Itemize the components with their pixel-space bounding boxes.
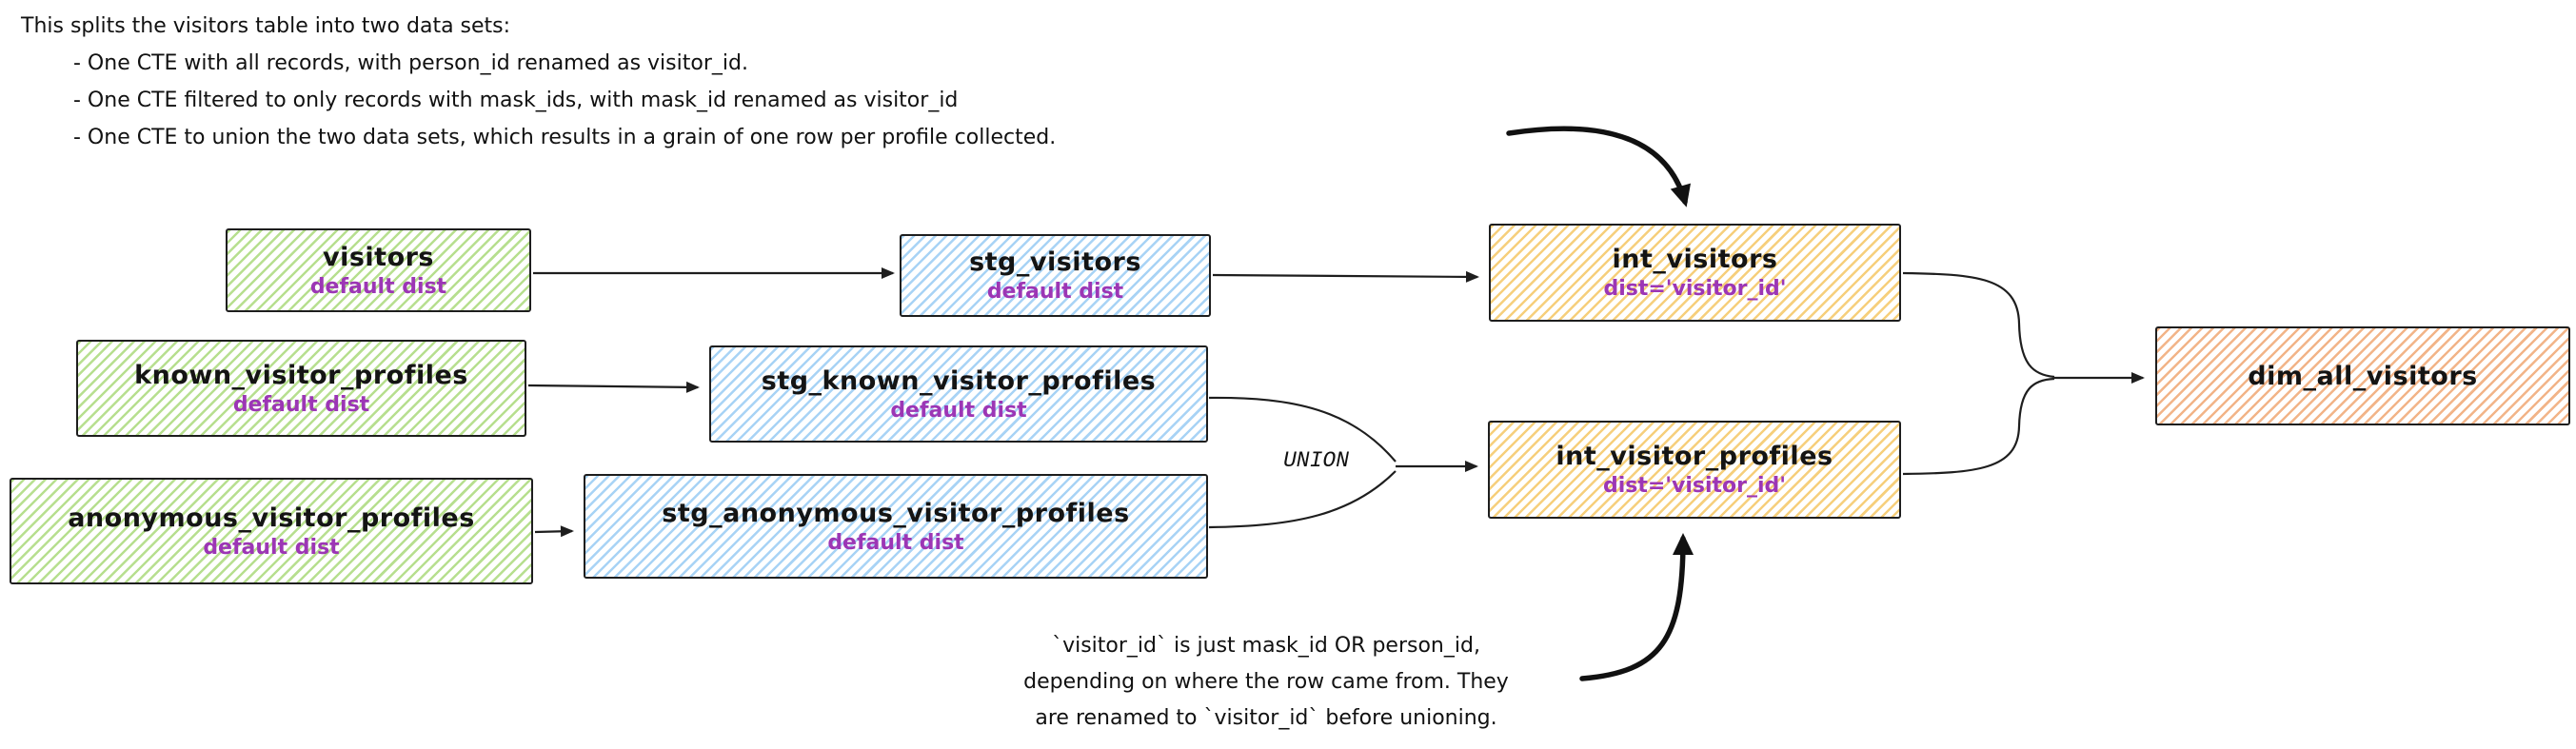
- bottom-annotation-line-1: `visitor_id` is just mask_id OR person_i…: [1052, 634, 1480, 658]
- edge-anonymous-to-stg-anonymous: [534, 525, 574, 538]
- node-title: dim_all_visitors: [2248, 361, 2478, 391]
- node-subtitle: default dist: [309, 274, 447, 299]
- node-title: stg_known_visitor_profiles: [761, 365, 1157, 396]
- bottom-annotation: `visitor_id` is just mask_id OR person_i…: [947, 628, 1585, 737]
- node-title: known_visitor_profiles: [134, 360, 468, 390]
- node-title: visitors: [322, 242, 435, 272]
- node-title: int_visitor_profiles: [1556, 442, 1833, 471]
- bottom-annotation-line-3: are renamed to `visitor_id` before union…: [1035, 706, 1497, 730]
- top-annotation-bullet-2: - One CTE filtered to only records with …: [73, 89, 959, 112]
- node-stg-visitors[interactable]: stg_visitors default dist: [900, 234, 1211, 317]
- node-subtitle: default dist: [232, 392, 370, 417]
- top-annotation-bullet-1: - One CTE with all records, with person_…: [73, 51, 748, 75]
- node-subtitle: dist='visitor_id': [1602, 474, 1787, 498]
- node-anonymous-visitor-profiles[interactable]: anonymous_visitor_profiles default dist: [10, 478, 533, 584]
- edge-known-to-stg-known: [527, 381, 700, 393]
- node-title: anonymous_visitor_profiles: [68, 503, 475, 533]
- top-annotation-bullet-3: - One CTE to union the two data sets, wh…: [73, 126, 1057, 149]
- node-subtitle: default dist: [203, 535, 340, 560]
- union-label: UNION: [1283, 448, 1350, 473]
- node-stg-anonymous-visitor-profiles[interactable]: stg_anonymous_visitor_profiles default d…: [584, 474, 1208, 579]
- node-stg-known-visitor-profiles[interactable]: stg_known_visitor_profiles default dist: [709, 345, 1208, 443]
- node-subtitle: dist='visitor_id': [1603, 277, 1787, 301]
- node-subtitle: default dist: [986, 280, 1124, 304]
- bottom-annotation-line-2: depending on where the row came from. Th…: [1023, 670, 1509, 694]
- node-subtitle: default dist: [890, 398, 1027, 423]
- top-annotation: This splits the visitors table into two …: [21, 8, 1056, 156]
- node-known-visitor-profiles[interactable]: known_visitor_profiles default dist: [76, 340, 526, 437]
- edge-stg-anonymous-to-union-merge: [1208, 470, 1397, 529]
- node-title: stg_visitors: [969, 247, 1141, 277]
- edge-int-visitors-to-merge: [1902, 271, 2055, 379]
- node-title: stg_anonymous_visitor_profiles: [662, 498, 1130, 528]
- node-int-visitors[interactable]: int_visitors dist='visitor_id': [1489, 224, 1901, 322]
- edge-stg-visitors-to-int-visitors: [1212, 270, 1479, 283]
- annotation-arrow-bottom-to-int-visitor-profiles: [1579, 533, 1694, 681]
- node-title: int_visitors: [1612, 245, 1778, 274]
- annotation-arrow-top-to-int-visitors: [1506, 126, 1691, 207]
- node-int-visitor-profiles[interactable]: int_visitor_profiles dist='visitor_id': [1488, 421, 1901, 519]
- edge-int-visitor-profiles-to-merge: [1902, 377, 2055, 476]
- node-subtitle: default dist: [827, 530, 964, 555]
- node-visitors[interactable]: visitors default dist: [226, 228, 531, 312]
- node-dim-all-visitors[interactable]: dim_all_visitors: [2155, 326, 2570, 425]
- top-annotation-intro: This splits the visitors table into two …: [21, 14, 511, 38]
